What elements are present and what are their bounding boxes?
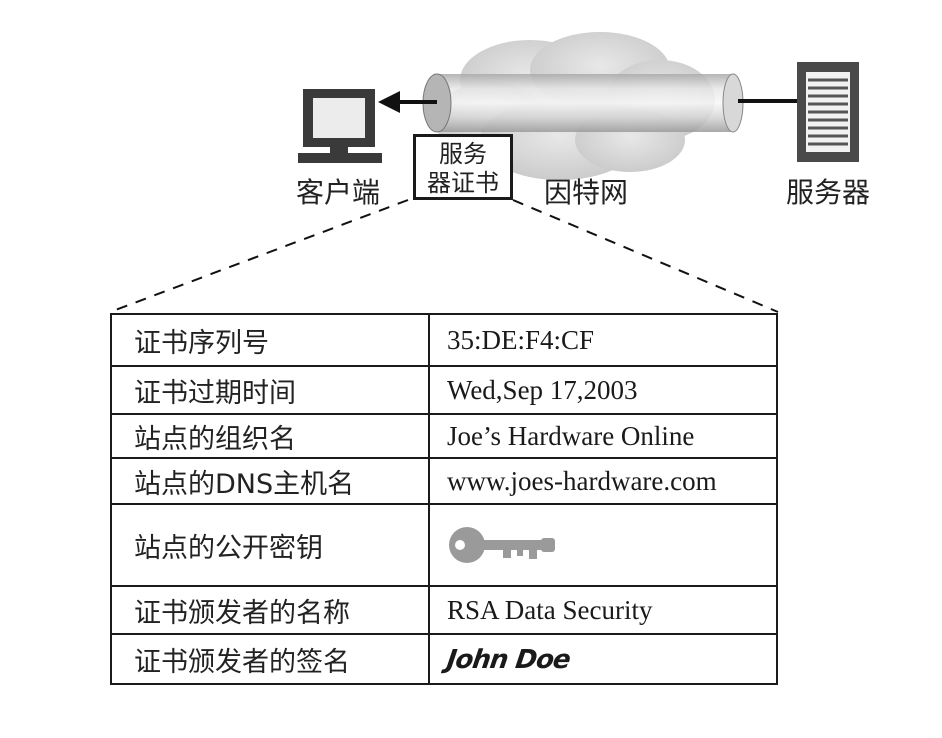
- certificate-expansion-lines: [109, 199, 779, 313]
- table-row: 站点的DNS主机名 www.joes-hardware.com: [110, 457, 778, 505]
- certificate-label-line1: 服务: [439, 140, 487, 168]
- field-value: 35:DE:F4:CF: [428, 313, 778, 367]
- internet-label: 因特网: [544, 176, 629, 209]
- certificate-table: 证书序列号 35:DE:F4:CF 证书过期时间 Wed,Sep 17,2003…: [110, 313, 778, 685]
- table-row: 证书过期时间 Wed,Sep 17,2003: [110, 365, 778, 415]
- client-label: 客户端: [296, 176, 381, 209]
- key-icon: [449, 527, 555, 563]
- issuer-signature-cell: John Doe: [428, 633, 778, 685]
- arrow-left-icon: [378, 91, 437, 113]
- computer-monitor-icon: [298, 89, 382, 163]
- table-row: 证书颁发者的签名 John Doe: [110, 633, 778, 685]
- server-certificate-box: 服务 器证书: [413, 134, 513, 200]
- field-label: 证书过期时间: [110, 365, 430, 415]
- field-label: 站点的DNS主机名: [110, 457, 430, 505]
- public-key-cell: [428, 503, 778, 587]
- field-value: RSA Data Security: [428, 585, 778, 635]
- handwritten-signature: John Doe: [444, 644, 572, 675]
- server-label: 服务器: [786, 176, 871, 209]
- internet-pipe-icon: [422, 73, 744, 133]
- certificate-label-line2: 器证书: [427, 169, 499, 197]
- field-label: 证书颁发者的名称: [110, 585, 430, 635]
- field-label: 证书颁发者的签名: [110, 633, 430, 685]
- table-row: 证书颁发者的名称 RSA Data Security: [110, 585, 778, 635]
- field-value: Wed,Sep 17,2003: [428, 365, 778, 415]
- network-diagram: [109, 32, 859, 313]
- table-row: 证书序列号 35:DE:F4:CF: [110, 313, 778, 367]
- table-row: 站点的组织名 Joe’s Hardware Online: [110, 413, 778, 459]
- field-label: 站点的组织名: [110, 413, 430, 459]
- server-tower-icon: [797, 62, 859, 162]
- field-label: 站点的公开密钥: [110, 503, 430, 587]
- field-label: 证书序列号: [110, 313, 430, 367]
- field-value: www.joes-hardware.com: [428, 457, 778, 505]
- table-row: 站点的公开密钥: [110, 503, 778, 587]
- field-value: Joe’s Hardware Online: [428, 413, 778, 459]
